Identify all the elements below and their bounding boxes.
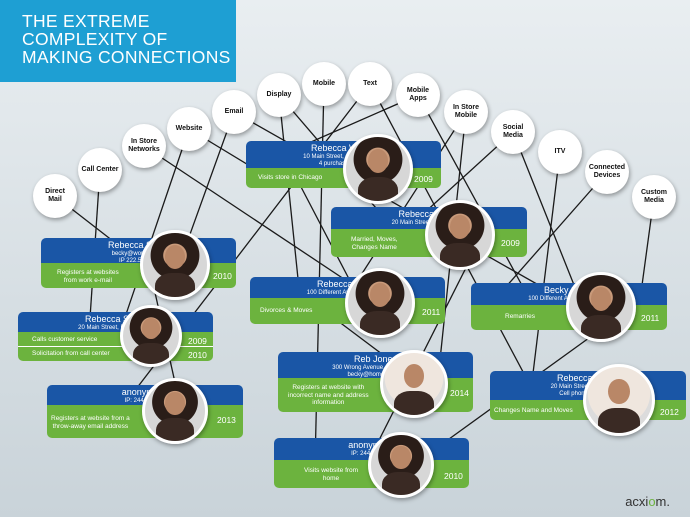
- channel-connected-devices: Connected Devices: [585, 150, 629, 194]
- profile-detail: 10 Main Street, Anytown, USA: [303, 154, 384, 160]
- profile-detail: IP 222.58.1.10: [119, 258, 158, 264]
- profile-activity: Visits website from home: [304, 467, 359, 482]
- profile-year: 2011: [641, 313, 660, 323]
- profile-activity: Registers at website from a throw-away e…: [51, 415, 130, 430]
- profile-year-secondary: 2010: [188, 350, 207, 360]
- profile-card-rebecca-smith-callcenter: Rebecca Smith 20 Main Street, Phoenix, A…: [18, 312, 213, 361]
- profile-year: 2012: [660, 407, 679, 417]
- connector-line: [417, 94, 531, 301]
- profile-year: 2009: [188, 336, 207, 346]
- profile-activity: Calls customer service: [32, 336, 98, 343]
- profile-year: 2010: [213, 271, 232, 281]
- title-banner: THE EXTREME COMPLEXITY OF MAKING CONNECT…: [0, 0, 236, 82]
- profile-activity: Divorces & Moves: [260, 307, 313, 314]
- profile-name: anonymous: [121, 387, 169, 397]
- profile-photo: [566, 272, 636, 342]
- profile-name: Rebecca Smith: [107, 240, 170, 250]
- profile-year: 2010: [444, 471, 463, 481]
- profile-activity: Registers at website with incorrect name…: [288, 384, 369, 406]
- connector-line: [278, 94, 301, 299]
- channel-direct-mail: Direct Mail: [33, 174, 77, 218]
- profile-name: Rebecca Jones: [556, 373, 620, 383]
- channel-itv: ITV: [538, 130, 582, 174]
- connector-line: [512, 131, 581, 301]
- profile-name: Rebecca Wilson: [310, 143, 377, 153]
- channel-display: Display: [257, 73, 301, 117]
- profile-photo: [140, 230, 210, 300]
- profile-activity-secondary: Solicitation from call center: [32, 350, 110, 357]
- profile-name: anonymous: [348, 440, 395, 450]
- profile-detail: 300 Wrong Avenue, Phoenix, AZ: [332, 365, 419, 371]
- profile-name: Reb Jones: [353, 354, 398, 364]
- profile-detail: 20 Main Street, Phoenix, AZ: [78, 325, 153, 331]
- channel-custom-media: Custom Media: [632, 175, 676, 219]
- profile-detail: becky@homepc.com: [347, 372, 404, 378]
- channel-in-store-networks: In Store Networks: [122, 124, 166, 168]
- channel-text: Text: [348, 62, 392, 106]
- profile-activity: Changes Name and Moves: [494, 407, 573, 414]
- channel-mobile-apps: Mobile Apps: [396, 73, 440, 117]
- profile-photo: [380, 350, 448, 418]
- profile-name: Rebecca Smith: [316, 279, 379, 289]
- title-line-3: MAKING CONNECTIONS: [22, 47, 231, 67]
- connector-line: [369, 239, 481, 459]
- connector-line: [489, 171, 608, 306]
- channel-mobile: Mobile: [302, 62, 346, 106]
- title-line-1: THE EXTREME: [22, 11, 150, 31]
- profile-photo: [583, 364, 655, 436]
- profile-photo: [345, 268, 415, 338]
- profile-photo: [120, 305, 182, 367]
- channel-email: Email: [212, 90, 256, 134]
- connector-line: [344, 111, 467, 301]
- channel-website: Website: [167, 107, 211, 151]
- channel-call-center: Call Center: [78, 148, 122, 192]
- profile-photo: [343, 134, 413, 204]
- acxiom-logo: acxiom.: [625, 494, 670, 509]
- profile-year: 2011: [422, 307, 441, 317]
- profile-photo: [368, 432, 434, 498]
- channel-social-media: Social Media: [491, 110, 535, 154]
- profile-name: Rebecca Smith: [84, 314, 147, 324]
- connector-line: [119, 128, 190, 333]
- profile-name: Rebecca Smith: [398, 209, 460, 219]
- profile-year: 2009: [501, 238, 520, 248]
- profile-activity: Visits store in Chicago: [258, 174, 323, 181]
- title-line-2: COMPLEXITY OF: [22, 29, 168, 49]
- profile-activity: Registers at websites from work e-mail: [57, 269, 119, 284]
- connector-line: [529, 151, 561, 399]
- profile-activity: Remarries: [505, 313, 535, 320]
- profile-activity: Married, Moves, Changes Name: [351, 236, 398, 251]
- channel-in-store-mobile: In Store Mobile: [444, 90, 488, 134]
- profile-year: 2009: [414, 174, 433, 184]
- profile-detail: becky@workpc.com: [111, 251, 166, 257]
- profile-year: 2013: [217, 415, 236, 425]
- profile-year: 2014: [450, 388, 469, 398]
- profile-photo: [425, 200, 495, 270]
- profile-photo: [142, 378, 208, 444]
